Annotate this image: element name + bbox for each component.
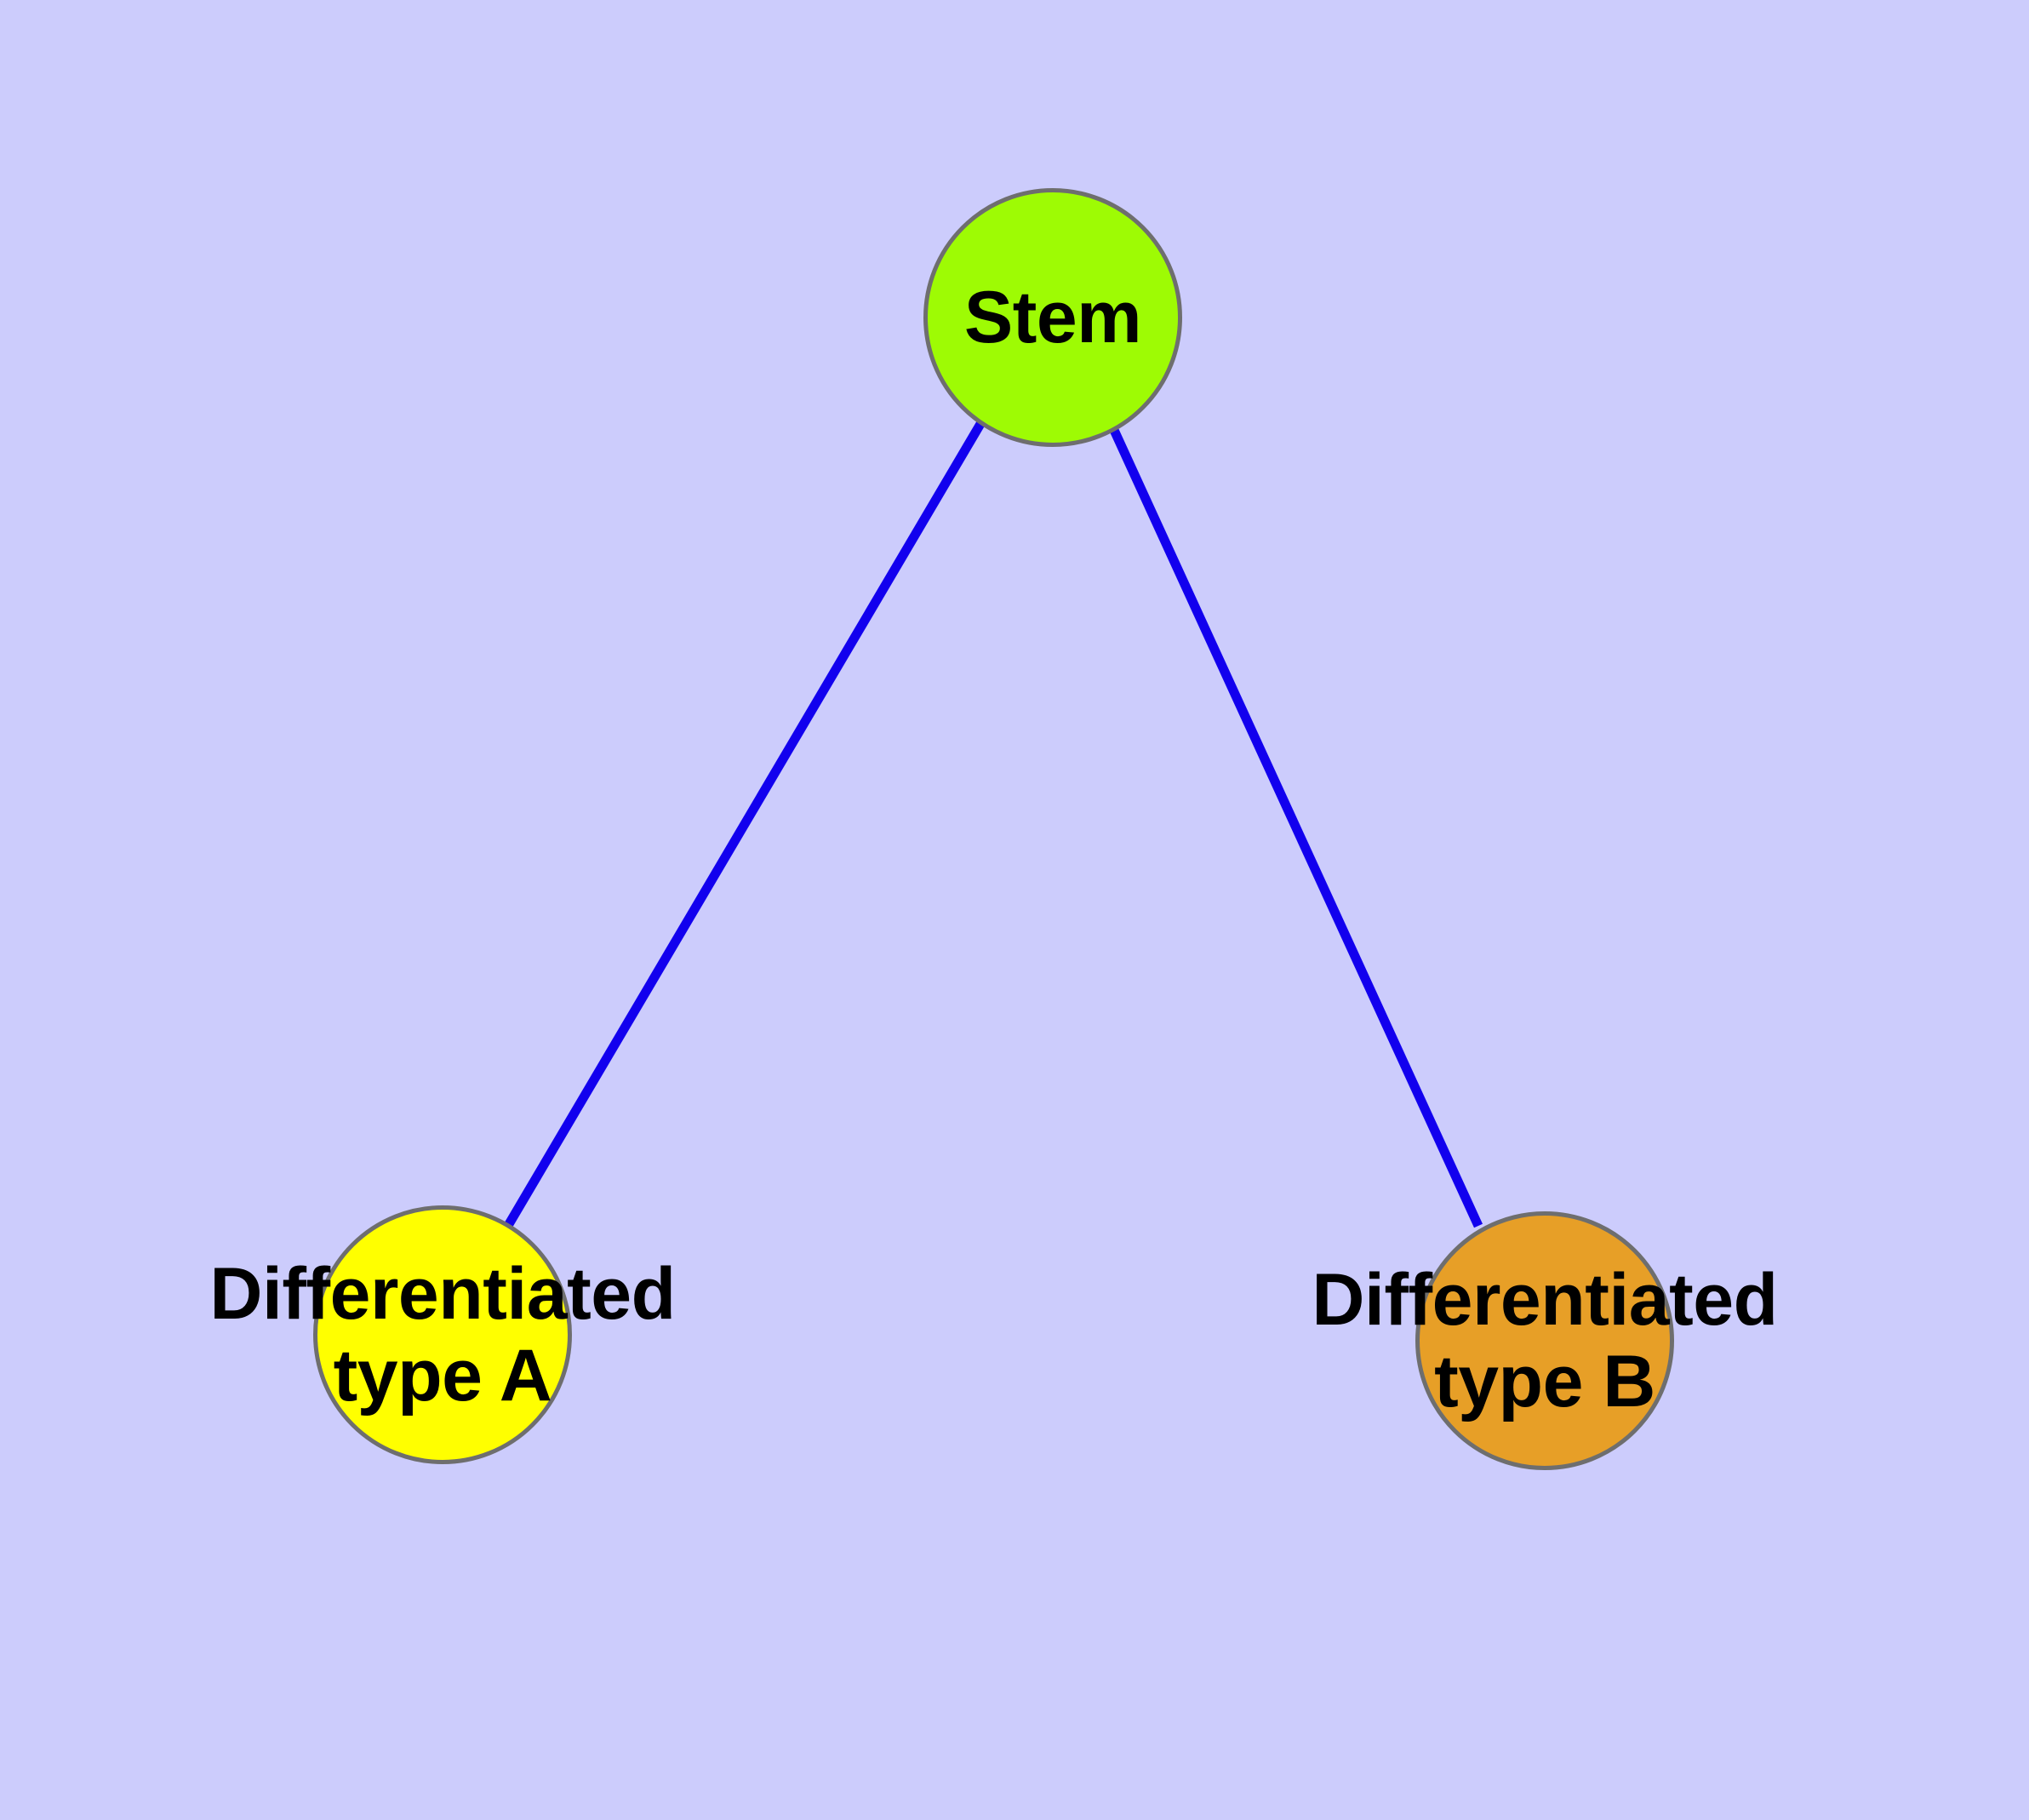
node-stem[interactable] xyxy=(923,188,1182,447)
edge-stem-to-diff-a xyxy=(505,421,985,1227)
edge-stem-to-diff-b xyxy=(1108,426,1483,1228)
node-differentiated-type-b[interactable] xyxy=(1415,1211,1674,1470)
node-differentiated-type-a[interactable] xyxy=(313,1205,572,1464)
